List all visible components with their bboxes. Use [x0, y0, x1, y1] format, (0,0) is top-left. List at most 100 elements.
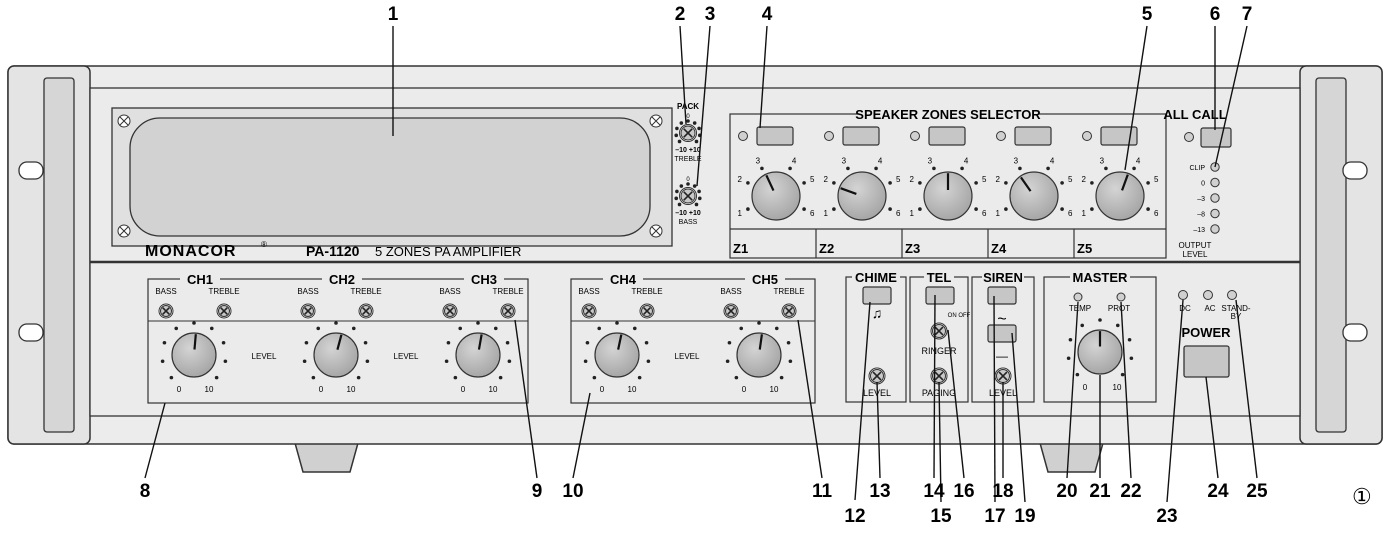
zone-scale-dot: [1046, 166, 1050, 171]
chime-button[interactable]: [862, 286, 892, 305]
channel-level-knob[interactable]: [594, 332, 640, 378]
wave-icon: ~: [997, 311, 1006, 328]
zone-scale-dot: [932, 166, 936, 171]
paging-trimmer[interactable]: [930, 367, 948, 385]
power-button[interactable]: [1183, 345, 1230, 378]
leader-line: [876, 381, 881, 479]
output-level-title-1: OUTPUT: [1179, 241, 1212, 250]
channel-treble-trimmer[interactable]: [639, 303, 655, 319]
screw-icon: [117, 114, 131, 128]
channel-bass-trimmer[interactable]: [442, 303, 458, 319]
siren-tone-button[interactable]: [987, 324, 1017, 343]
callout-number: 18: [992, 481, 1013, 502]
flat-tone-icon: —: [996, 349, 1008, 363]
zone-scale-label: 4: [878, 156, 883, 165]
pack-zero-label: 0: [686, 114, 690, 120]
siren-wave-button[interactable]: [987, 286, 1017, 305]
callout-number: 14: [923, 481, 945, 502]
zone-label: Z2: [819, 241, 834, 256]
zone-label: Z4: [991, 241, 1007, 256]
callout-number: 15: [930, 506, 952, 527]
zone-volume-knob[interactable]: [1009, 171, 1059, 221]
level-led: [1210, 193, 1220, 203]
channel-level-knob[interactable]: [313, 332, 359, 378]
right-handle: [1315, 77, 1347, 433]
callout-number: 25: [1246, 481, 1268, 502]
channel-treble-trimmer[interactable]: [216, 303, 232, 319]
zone-volume-knob[interactable]: [837, 171, 887, 221]
level-led: [1210, 177, 1220, 188]
zone-volume-knob[interactable]: [751, 171, 801, 221]
tel-button[interactable]: [925, 286, 955, 305]
zone-scale-label: 5: [982, 175, 987, 184]
zone-button[interactable]: [842, 126, 880, 146]
zone-scale-dot: [1004, 181, 1008, 185]
channel-bass-label: BASS: [720, 287, 741, 296]
zone-button[interactable]: [756, 126, 794, 146]
zones-title-bg: [858, 107, 1038, 121]
channel-treble-trimmer[interactable]: [500, 303, 516, 319]
chime-trimmer[interactable]: [868, 367, 886, 385]
channel-bass-trimmer[interactable]: [581, 303, 597, 319]
zone-button[interactable]: [928, 126, 966, 146]
zone-led: [910, 131, 920, 141]
channel-treble-label: TREBLE: [631, 287, 662, 296]
dc-label: DC: [1179, 304, 1191, 313]
pack-bass-trimmer[interactable]: [679, 187, 697, 205]
zone-scale-label: 2: [738, 175, 743, 184]
level-step-label: –13: [1193, 227, 1205, 234]
channel-bass-trimmer[interactable]: [300, 303, 316, 319]
zone-scale-label: 6: [982, 209, 987, 218]
channel-bass-label: BASS: [439, 287, 460, 296]
leader-line: [1205, 376, 1219, 479]
callout-number: 5: [1142, 4, 1153, 25]
zone-scale-label: 1: [996, 209, 1001, 218]
brand-logo: MONACOR: [145, 243, 236, 260]
channel-treble-trimmer[interactable]: [358, 303, 374, 319]
callout-number: 24: [1207, 481, 1229, 502]
callout-number: 12: [844, 506, 865, 527]
zone-volume-knob[interactable]: [1095, 171, 1145, 221]
channel-treble-label: TREBLE: [208, 287, 239, 296]
leader-line: [144, 402, 166, 479]
channel-level-knob[interactable]: [455, 332, 501, 378]
zone-scale-label: 1: [824, 209, 829, 218]
zone-label: Z1: [733, 241, 748, 256]
display-screws: [117, 114, 663, 238]
zone-scale-label: 1: [1082, 209, 1087, 218]
channel-level-knob[interactable]: [736, 332, 782, 378]
siren-level-trimmer[interactable]: [994, 367, 1012, 385]
ringer-label: RINGER: [921, 346, 957, 356]
zone-button[interactable]: [1100, 126, 1138, 146]
channel-min-label: 0: [319, 385, 324, 394]
callout-number: 8: [140, 481, 151, 502]
master-knob[interactable]: [1077, 329, 1123, 375]
leader-line: [1011, 332, 1026, 503]
pack-treble-trimmer[interactable]: [679, 124, 697, 142]
leader-line: [797, 319, 823, 479]
all-call-button[interactable]: [1200, 127, 1232, 148]
channel-treble-trimmer[interactable]: [781, 303, 797, 319]
channel-bass-label: BASS: [297, 287, 318, 296]
channel-bass-trimmer[interactable]: [158, 303, 174, 319]
chime-level-trimmer[interactable]: [868, 367, 886, 385]
siren-trimmer[interactable]: [994, 367, 1012, 385]
ac-label: AC: [1204, 304, 1215, 313]
channel-bass-trimmer[interactable]: [723, 303, 739, 319]
channel-title: CH5: [752, 272, 778, 287]
callout-number: 22: [1120, 481, 1141, 502]
zone-volume-knob[interactable]: [923, 171, 973, 221]
ringer-trimmer[interactable]: [930, 322, 948, 340]
zone-scale-dot: [918, 207, 922, 211]
zone-button[interactable]: [1014, 126, 1052, 146]
channel-title: CH2: [329, 272, 355, 287]
master-title: MASTER: [1073, 270, 1129, 285]
pack-scale-label: –10 +10: [675, 210, 701, 217]
channel-level-knob[interactable]: [171, 332, 217, 378]
channel-level-scale: [160, 321, 228, 380]
level-led: [1210, 208, 1220, 219]
